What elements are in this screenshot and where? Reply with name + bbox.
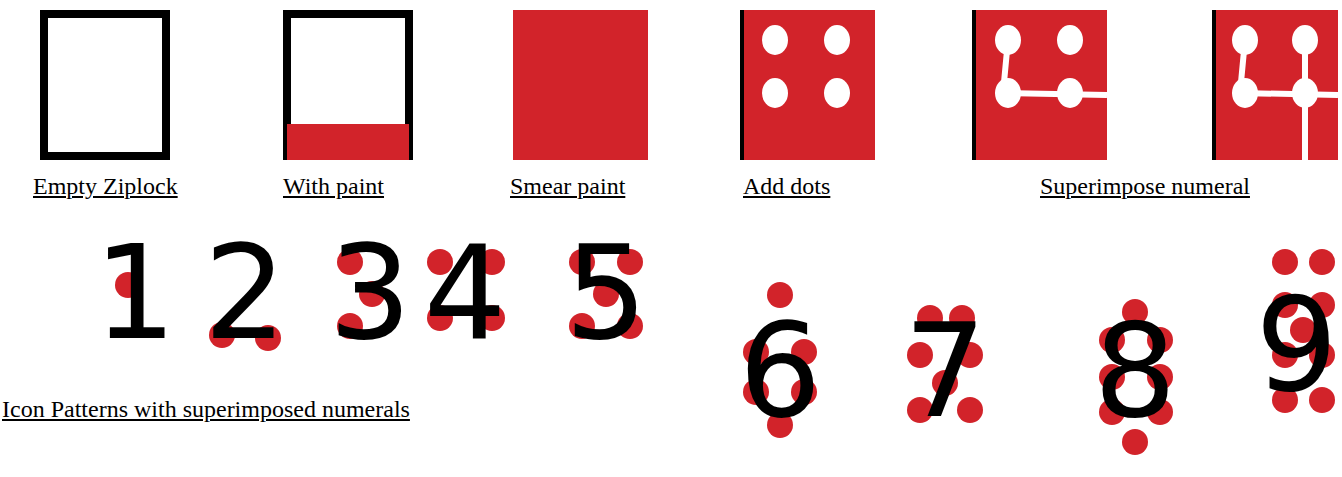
superimposed-numeral: 2 bbox=[204, 228, 287, 358]
step-caption: Icon Patterns with superimposed numerals bbox=[2, 395, 410, 424]
superimposed-numeral: 7 bbox=[904, 306, 987, 436]
partial-numeral-icon bbox=[972, 10, 1107, 160]
superimposed-numeral: 4 bbox=[424, 228, 507, 358]
superimposed-numeral: 1 bbox=[94, 228, 177, 358]
empty-ziplock-icon bbox=[44, 14, 166, 156]
superimposed-numeral: 9 bbox=[1255, 280, 1338, 410]
superimposed-numeral: 6 bbox=[739, 306, 822, 436]
dots-icon bbox=[740, 10, 875, 160]
superimposed-numeral: 3 bbox=[329, 228, 412, 358]
ziplock-with-paint-icon bbox=[287, 14, 409, 160]
step-caption: Superimpose numeral bbox=[1040, 172, 1250, 201]
superimposed-numeral: 8 bbox=[1094, 306, 1177, 436]
step-caption: Smear paint bbox=[510, 172, 625, 201]
full-numeral-icon bbox=[1212, 10, 1338, 160]
step-caption: Add dots bbox=[743, 172, 830, 201]
superimposed-numeral: 5 bbox=[565, 228, 648, 358]
numeral-dots bbox=[115, 249, 1335, 455]
step-caption: Empty Ziplock bbox=[33, 172, 178, 201]
step-caption: With paint bbox=[283, 172, 384, 201]
smeared-paint-icon bbox=[513, 10, 648, 160]
